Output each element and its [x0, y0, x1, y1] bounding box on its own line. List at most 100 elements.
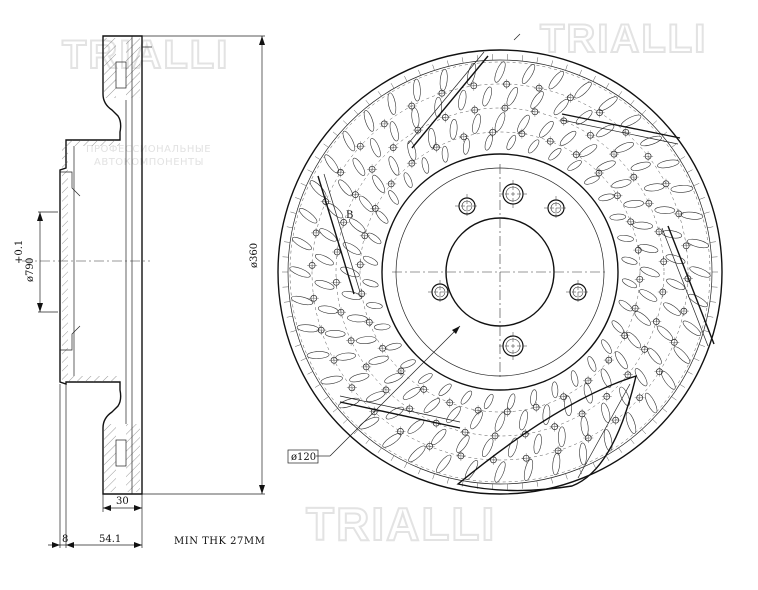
section-hatch-hat-top [68, 140, 120, 146]
vent-vane [317, 305, 339, 314]
groove-slot-6-outline [456, 374, 637, 492]
bore-chamfer-bottom [60, 325, 81, 351]
vent-vane [389, 121, 399, 142]
rim-tick [707, 226, 714, 229]
vent-vane [670, 185, 694, 193]
groove-slots [317, 51, 715, 492]
vent-vane [363, 110, 375, 132]
vent-vane [575, 110, 593, 125]
rim-tick [314, 384, 321, 388]
vent-vane [335, 352, 356, 361]
pcd-leader [329, 325, 461, 457]
rim-tick [709, 241, 716, 243]
outer-dia-arrow-bottom [259, 485, 265, 494]
vent-vane [436, 454, 452, 474]
vent-vane [521, 64, 536, 84]
vent-vane [362, 255, 379, 266]
vent-vane [579, 442, 587, 466]
vent-vane [596, 124, 615, 138]
rim-tick [679, 156, 686, 160]
rim-tick [432, 473, 435, 480]
rim-tick [447, 477, 449, 484]
thk-label: 30 [116, 496, 129, 507]
vent-vane [542, 404, 551, 425]
vent-vane [309, 180, 327, 198]
vent-vane [423, 398, 441, 414]
rim-tick [536, 480, 539, 487]
construction-circle [359, 131, 641, 413]
rim-tick [693, 357, 700, 361]
vent-vane [657, 159, 680, 169]
vent-vane [619, 386, 630, 406]
vent-vane [314, 279, 335, 290]
groove-slot-1-edge [407, 51, 485, 145]
section-hatch-upper-ring-outer [126, 38, 140, 98]
vent-vane [533, 433, 542, 455]
vent-vane [347, 314, 368, 323]
vent-vane [587, 356, 597, 372]
vent-vane [388, 156, 400, 176]
rim-tick [343, 120, 348, 125]
vent-vane [564, 395, 572, 416]
vent-vane [411, 107, 420, 128]
rim-tick [579, 69, 582, 76]
groove-slot-5-edge [339, 395, 461, 423]
rim-tick [300, 357, 307, 361]
vent-vane [441, 145, 449, 163]
section-mark-tick [513, 33, 521, 41]
rim-tick [551, 60, 553, 67]
groove-slot-4 [667, 225, 715, 345]
rim-tick [404, 462, 408, 469]
rim-tick [332, 131, 338, 136]
vent-vane [306, 351, 330, 359]
vent-vane [626, 331, 642, 349]
vent-vane [421, 157, 430, 174]
vent-vane [632, 221, 653, 230]
vent-vane [644, 183, 665, 192]
rim-tick [679, 384, 686, 388]
vent-vane [580, 416, 589, 437]
vent-vane [689, 266, 711, 278]
rim-tick [300, 183, 307, 187]
vent-vane [470, 411, 483, 430]
vent-vane [358, 416, 380, 430]
vent-vane [623, 200, 644, 208]
vent-vane [446, 406, 461, 423]
vent-vane [385, 342, 402, 351]
bolt-hole-group [428, 180, 590, 360]
vent-vane [385, 406, 404, 420]
vent-vane [407, 140, 417, 161]
rim-tick [290, 330, 297, 333]
rim-tick [307, 371, 313, 375]
bore-dia-label: ø79 [25, 263, 36, 282]
vent-vane [482, 438, 494, 458]
vent-vane [408, 445, 426, 463]
vent-vane [548, 70, 564, 90]
rim-tick [536, 57, 539, 64]
vent-vane [557, 426, 566, 448]
vent-vane [507, 393, 516, 410]
vent-vane [368, 355, 389, 365]
vent-vane [388, 190, 399, 205]
vent-vane [634, 368, 648, 387]
vent-vane [494, 461, 506, 483]
vent-vane [292, 236, 312, 251]
vent-vane [507, 437, 518, 458]
rim-tick [284, 301, 291, 303]
height-arrow-right [134, 542, 142, 548]
rim-tick [703, 211, 710, 214]
rim-tick [332, 408, 338, 413]
rim-tick [671, 396, 677, 401]
rim-tick [630, 100, 635, 106]
vent-vane [460, 390, 473, 405]
rim-tick [404, 75, 408, 82]
outer-dia-label: ø360 [249, 243, 260, 268]
rim-tick [709, 301, 716, 303]
rim-tick [390, 83, 395, 89]
vent-vane [298, 208, 318, 224]
vent-vane [482, 86, 493, 107]
vent-vane [682, 320, 702, 336]
vent-vane [559, 130, 577, 146]
vent-vane [372, 174, 385, 193]
rim-tick [432, 64, 435, 71]
